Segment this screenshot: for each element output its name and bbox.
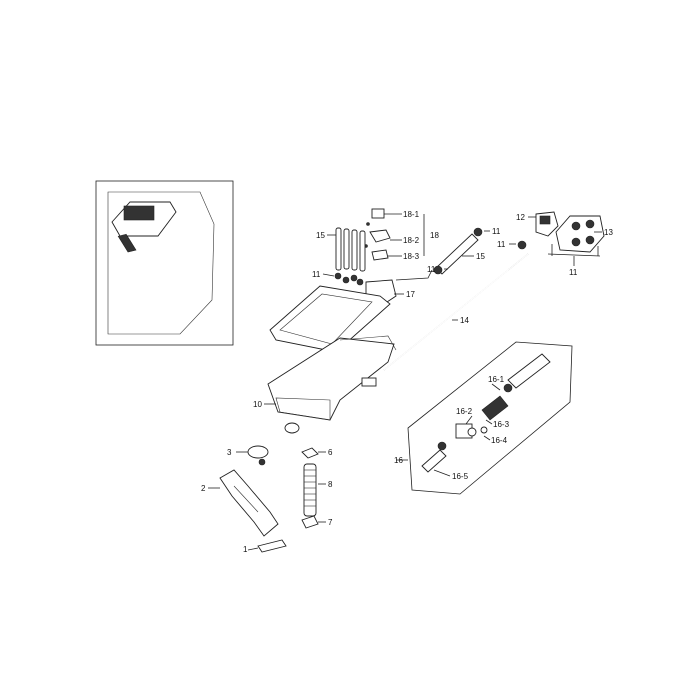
part-16-frame (407, 341, 573, 495)
parts-3-clamp (236, 445, 269, 466)
inset-cabinet-outline (107, 191, 215, 335)
callout-13: 13 (604, 228, 613, 237)
inset-dispenser-detail (123, 205, 155, 221)
callout-18-2: 18-2 (403, 236, 420, 245)
part-18-1 (371, 208, 385, 219)
callout-18-1: 18-1 (403, 210, 420, 219)
callout-11: 11 (427, 265, 436, 274)
callout-16-2: 16-2 (456, 407, 473, 416)
inset-overview (95, 180, 234, 346)
callout-11: 11 (492, 227, 501, 236)
callout-15: 15 (476, 252, 485, 261)
part-18-2 (369, 229, 391, 243)
callout-6: 6 (328, 448, 333, 457)
part-1-clamp (257, 539, 287, 553)
callout-14: 14 (460, 316, 469, 325)
callout-2: 2 (201, 484, 206, 493)
part-15-short-hose (435, 233, 479, 275)
callout-16-5: 16-5 (452, 472, 469, 481)
callout-11: 11 (312, 270, 321, 279)
callout-7: 7 (328, 518, 333, 527)
inset-hose (117, 233, 137, 253)
callout-15: 15 (316, 231, 325, 240)
callout-16-4: 16-4 (491, 436, 508, 445)
callout-3: 3 (227, 448, 232, 457)
part-6-clamp (301, 447, 326, 459)
clamp-11 (517, 240, 527, 250)
part-7-clamp (301, 515, 326, 529)
inset-frame (95, 180, 234, 346)
clamp-11 (433, 265, 443, 275)
part-18-clip-assembly (364, 208, 425, 261)
callout-16: 16 (394, 456, 403, 465)
callout-8: 8 (328, 480, 333, 489)
callout-1: 1 (243, 545, 248, 554)
part-16-subassembly (396, 341, 573, 495)
callout-17: 17 (406, 290, 415, 299)
part-2-bellows-hose (219, 469, 279, 537)
callout-12: 12 (516, 213, 525, 222)
part-8-corrugated-hose (303, 463, 326, 517)
callout-11: 11 (497, 240, 506, 249)
part-13-valve-assembly (547, 215, 605, 266)
callout-16-1: 16-1 (488, 375, 505, 384)
part-15-hoses (322, 227, 366, 286)
part-18-3 (371, 249, 389, 261)
clamp-11 (473, 227, 483, 237)
part-12-valve (528, 211, 559, 237)
callout-11: 11 (569, 268, 578, 277)
callout-10: 10 (253, 400, 262, 409)
callout-18-3: 18-3 (403, 252, 420, 261)
callout-18: 18 (430, 231, 439, 240)
callout-labels: 1 2 3 6 7 8 10 11 11 11 11 11 12 13 14 1… (201, 210, 613, 554)
part-10-dispenser-housing (264, 335, 397, 434)
callout-16-3: 16-3 (493, 420, 510, 429)
